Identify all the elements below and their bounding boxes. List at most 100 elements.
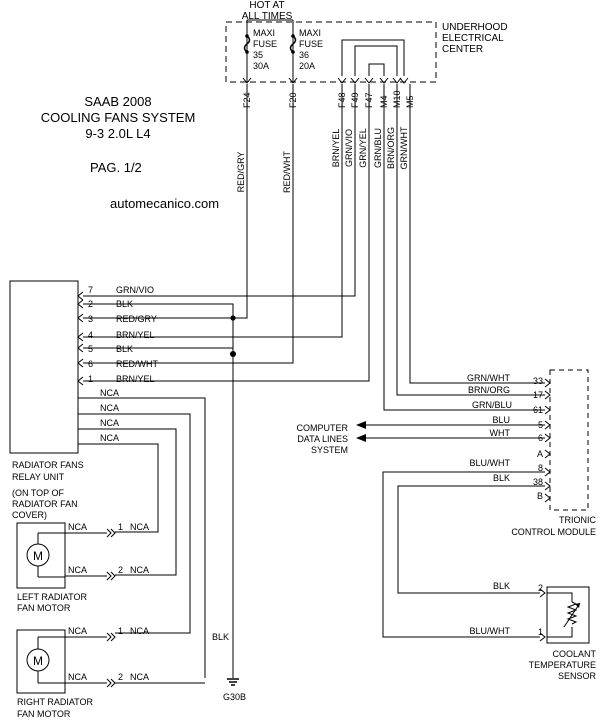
right-fan-motor: M NCA 1 NCA NCA 2 NCA RIGHT RADIATOR FAN… bbox=[16, 626, 205, 719]
fuse-35-icon bbox=[243, 35, 251, 53]
relay-label-2: RELAY UNIT bbox=[12, 472, 65, 482]
fuse-35-l3: 35 bbox=[253, 50, 263, 60]
relay-label-1: RADIATOR FANS bbox=[12, 460, 84, 470]
sensor-connectors bbox=[539, 588, 546, 642]
left-motor-pin-2: 2 bbox=[118, 565, 123, 575]
hot-label-1: HOT AT bbox=[249, 0, 284, 11]
wire-grn-wht bbox=[409, 84, 545, 384]
ecu-wire-brn-org: BRN/ORG bbox=[468, 385, 510, 395]
relay-wire-brn-yel-2: BRN/YEL bbox=[116, 374, 155, 384]
right-motor-wire-1: NCA bbox=[68, 626, 87, 636]
ecu-wire-blu: BLU bbox=[492, 415, 510, 425]
relay-pin-1: 1 bbox=[88, 374, 93, 384]
site-label: automecanico.com bbox=[110, 196, 219, 211]
fuse-36-l2: FUSE bbox=[299, 39, 323, 49]
relay-note-3: COVER) bbox=[12, 510, 47, 520]
wire-grn-blu bbox=[383, 84, 545, 411]
fuse-36-l4: 20A bbox=[299, 61, 315, 71]
relay-pin-2: 2 bbox=[88, 299, 93, 309]
wire-blk-sensor bbox=[397, 485, 545, 594]
left-motor-box bbox=[16, 522, 66, 589]
sensor-wires bbox=[382, 471, 545, 638]
wire-grn-vio bbox=[88, 84, 356, 297]
fuse-35-l4: 30A bbox=[253, 61, 269, 71]
right-motor-pin-2: 2 bbox=[118, 672, 123, 682]
relay-wire-red-gry: RED/GRY bbox=[116, 314, 157, 324]
right-motor-label-2: FAN MOTOR bbox=[17, 709, 71, 719]
underhood-electrical-center: HOT AT ALL TIMES MAXI FUSE 35 30A MAXI F… bbox=[225, 0, 508, 108]
coolant-temperature-sensor: 2 1 BLK BLU/WHT COOLANT TEMPERATURE SENS… bbox=[470, 581, 597, 681]
relay-unit: 7 2 3 4 5 6 1 GRN/VIO BLK RED/GRY BRN/YE… bbox=[9, 280, 236, 678]
relay-wire-blk-2: BLK bbox=[116, 344, 133, 354]
ecu-pin-a: A bbox=[537, 449, 543, 459]
vwire-label-grn-blu: GRN/BLU bbox=[373, 128, 383, 168]
splice-f49-m10 bbox=[354, 45, 398, 76]
nca-label-2: NCA bbox=[100, 403, 119, 413]
arrow-left-icon bbox=[356, 434, 366, 442]
left-motor-label-2: FAN MOTOR bbox=[17, 603, 71, 613]
left-motor-wire-1: NCA bbox=[68, 522, 87, 532]
left-motor-wire-2: NCA bbox=[68, 565, 87, 575]
sensor-label-2: TEMPERATURE bbox=[529, 660, 596, 670]
wire-blk-pin2-ground bbox=[88, 303, 234, 678]
nca-wire-2 bbox=[78, 413, 191, 634]
center-label-1: UNDERHOOD bbox=[442, 22, 508, 33]
vwire-label-red-gry: RED/GRY bbox=[236, 152, 246, 193]
left-motor-pin-1: 1 bbox=[118, 522, 123, 532]
ecu-connectors bbox=[544, 378, 551, 503]
relay-box bbox=[9, 280, 79, 454]
relay-pin-7: 7 bbox=[88, 285, 93, 295]
page-number: PAG. 1/2 bbox=[90, 160, 142, 175]
splice-f48-m5 bbox=[341, 39, 405, 76]
arrow-left-icon bbox=[356, 421, 366, 429]
fuse-35-l1: MAXI bbox=[253, 28, 275, 38]
left-motor-label-1: LEFT RADIATOR bbox=[17, 592, 88, 602]
ecu-pin-17: 17 bbox=[533, 390, 543, 400]
wire-brn-yel-pin4 bbox=[88, 84, 343, 338]
nca-wire-3 bbox=[78, 428, 177, 576]
right-motor-label-1: RIGHT RADIATOR bbox=[17, 697, 94, 707]
right-motor-symbol: M bbox=[33, 654, 43, 668]
nca-wire-4 bbox=[78, 443, 159, 533]
sensor-label-1: COOLANT bbox=[552, 649, 596, 659]
wire-red-wht bbox=[88, 84, 294, 364]
right-motor-conn-1: NCA bbox=[130, 626, 149, 636]
data-lines-label-2: DATA LINES bbox=[297, 434, 348, 444]
hot-label-2: ALL TIMES bbox=[242, 11, 293, 22]
ecu-pin-8: 8 bbox=[538, 463, 543, 473]
ground-wire-label: BLK bbox=[212, 632, 229, 642]
vwire-label-grn-wht: GRN/WHT bbox=[399, 126, 409, 169]
center-box bbox=[225, 21, 437, 83]
nca-wire-1 bbox=[78, 397, 206, 678]
ecu-label-1: TRIONIC bbox=[559, 515, 596, 525]
center-connectors bbox=[242, 77, 409, 84]
title-line-2: COOLING FANS SYSTEM bbox=[41, 110, 196, 125]
relay-pin-5: 5 bbox=[88, 344, 93, 354]
fuse-36-icon bbox=[289, 35, 297, 53]
relay-note-1: (ON TOP OF bbox=[12, 488, 65, 498]
vwire-label-red-wht: RED/WHT bbox=[282, 151, 292, 193]
ecu-pin-b: B bbox=[537, 491, 543, 501]
fuse-36-l3: 36 bbox=[299, 50, 309, 60]
data-lines-label-1: COMPUTER bbox=[297, 423, 349, 433]
ground-g30b: BLK G30B bbox=[212, 632, 246, 702]
ecu-label-2: CONTROL MODULE bbox=[511, 527, 596, 537]
nca-label-3: NCA bbox=[100, 418, 119, 428]
relay-wire-blk: BLK bbox=[116, 299, 133, 309]
relay-pin-4: 4 bbox=[88, 330, 93, 340]
relay-connectors bbox=[77, 291, 84, 386]
vwire-label-grn-yel: GRN/YEL bbox=[358, 128, 368, 168]
sensor-wire-blk: BLK bbox=[493, 581, 510, 591]
right-motor-conn-2: NCA bbox=[130, 672, 149, 682]
sensor-pin-2: 2 bbox=[538, 583, 543, 593]
vwire-label-brn-org: BRN/ORG bbox=[386, 127, 396, 169]
center-label-3: CENTER bbox=[442, 44, 483, 55]
sensor-label-3: SENSOR bbox=[558, 671, 597, 681]
fuse-35-l2: FUSE bbox=[253, 39, 277, 49]
right-motor-wire-2: NCA bbox=[68, 672, 87, 682]
nca-label-1: NCA bbox=[100, 388, 119, 398]
relay-pin-3: 3 bbox=[88, 314, 93, 324]
right-motor-pin-1: 1 bbox=[118, 626, 123, 636]
wire-blu-wht-sensor bbox=[382, 471, 545, 638]
